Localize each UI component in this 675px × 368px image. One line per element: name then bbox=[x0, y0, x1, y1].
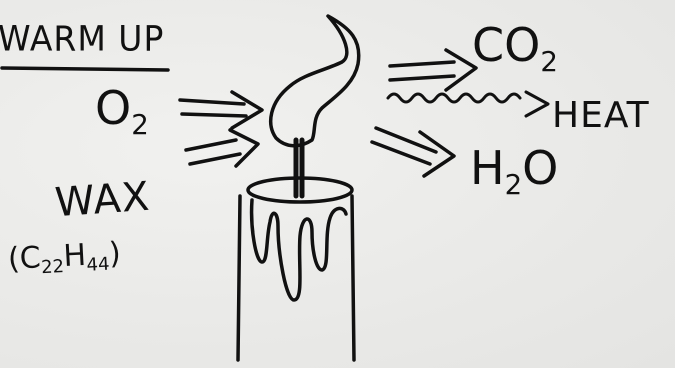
formula-hydrogen: H bbox=[63, 238, 87, 274]
co2-subscript: 2 bbox=[540, 45, 558, 78]
wick bbox=[296, 140, 302, 196]
water-arrow bbox=[372, 128, 454, 176]
wax-arrow bbox=[186, 130, 258, 166]
oxygen-subscript: 2 bbox=[131, 108, 149, 141]
water-hydrogen: H bbox=[470, 141, 505, 195]
formula-hydrogen-count: 44 bbox=[86, 254, 110, 276]
carbon-dioxide-label: CO2 bbox=[472, 22, 558, 68]
water-label: H2O bbox=[470, 145, 558, 191]
oxygen-symbol: O bbox=[95, 81, 131, 135]
co2-symbol: CO bbox=[472, 18, 540, 72]
wax-label: WAX bbox=[54, 177, 152, 224]
title-underline bbox=[2, 68, 168, 70]
oxygen-label: O2 bbox=[95, 85, 149, 131]
formula-close: ) bbox=[108, 236, 122, 272]
heat-label: HEAT bbox=[552, 98, 650, 134]
formula-open: (C bbox=[7, 240, 41, 277]
heat-wavy-arrow bbox=[388, 92, 548, 116]
water-subscript: 2 bbox=[505, 168, 523, 201]
wax-formula: (C22H44) bbox=[7, 239, 121, 275]
water-oxygen: O bbox=[522, 141, 558, 195]
candle-body bbox=[238, 178, 354, 360]
oxygen-arrow bbox=[180, 92, 262, 128]
formula-carbon-count: 22 bbox=[41, 256, 65, 278]
page-title: WARM UP bbox=[0, 21, 164, 56]
carbon-dioxide-arrow bbox=[390, 50, 476, 90]
flame bbox=[271, 16, 359, 146]
